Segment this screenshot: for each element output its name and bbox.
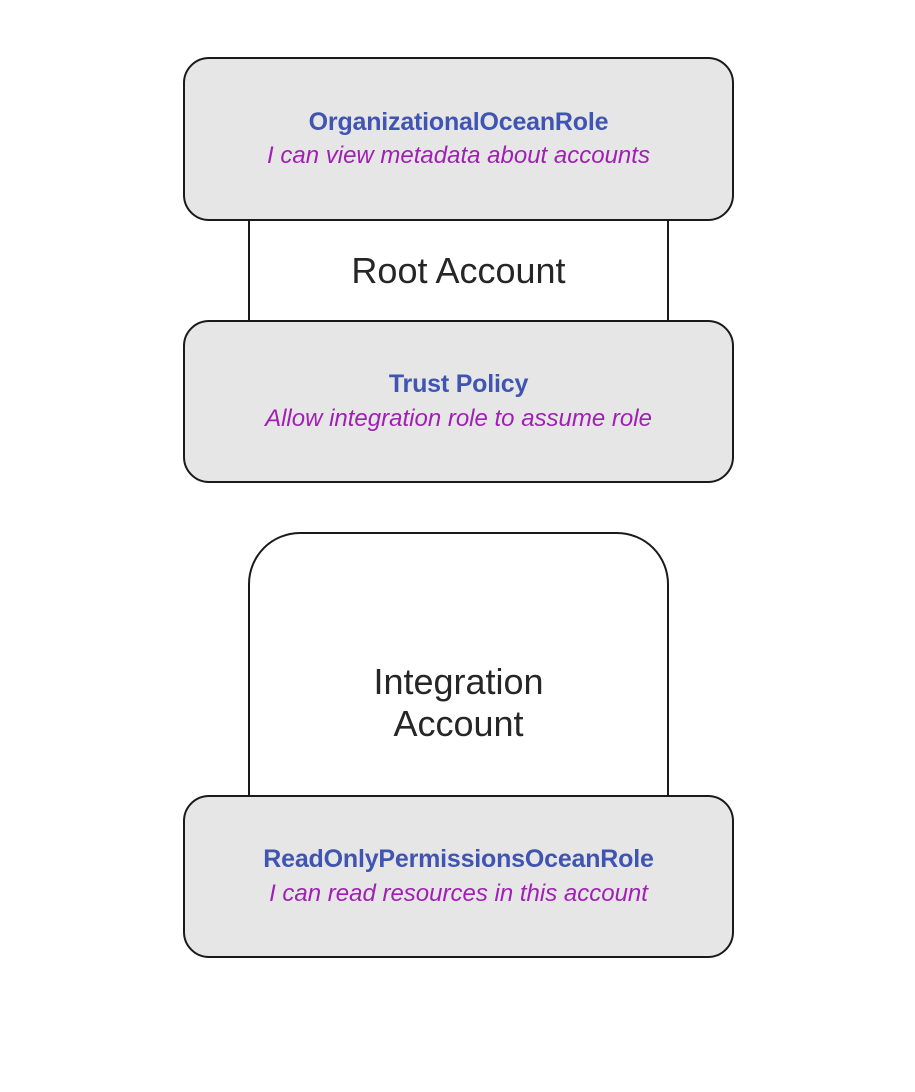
card-readonly-permissions-ocean-role[interactable]: ReadOnlyPermissionsOceanRole I can read …: [183, 795, 734, 958]
integration-account-label: Integration Account: [373, 661, 544, 745]
trust-policy-subtitle: Allow integration role to assume role: [265, 404, 652, 432]
root-account-frame: [248, 210, 669, 330]
card-trust-policy[interactable]: Trust Policy Allow integration role to a…: [183, 320, 734, 483]
readonly-permissions-ocean-role-title: ReadOnlyPermissionsOceanRole: [263, 845, 654, 874]
integration-account-frame: [248, 532, 669, 797]
organizational-ocean-role-title: OrganizationalOceanRole: [308, 107, 609, 136]
trust-policy-title: Trust Policy: [388, 370, 529, 399]
root-account-label: Root Account: [351, 250, 566, 291]
readonly-permissions-ocean-role-subtitle: I can read resources in this account: [269, 879, 648, 907]
card-organizational-ocean-role[interactable]: OrganizationalOceanRole I can view metad…: [183, 57, 734, 221]
organizational-ocean-role-subtitle: I can view metadata about accounts: [267, 142, 650, 170]
